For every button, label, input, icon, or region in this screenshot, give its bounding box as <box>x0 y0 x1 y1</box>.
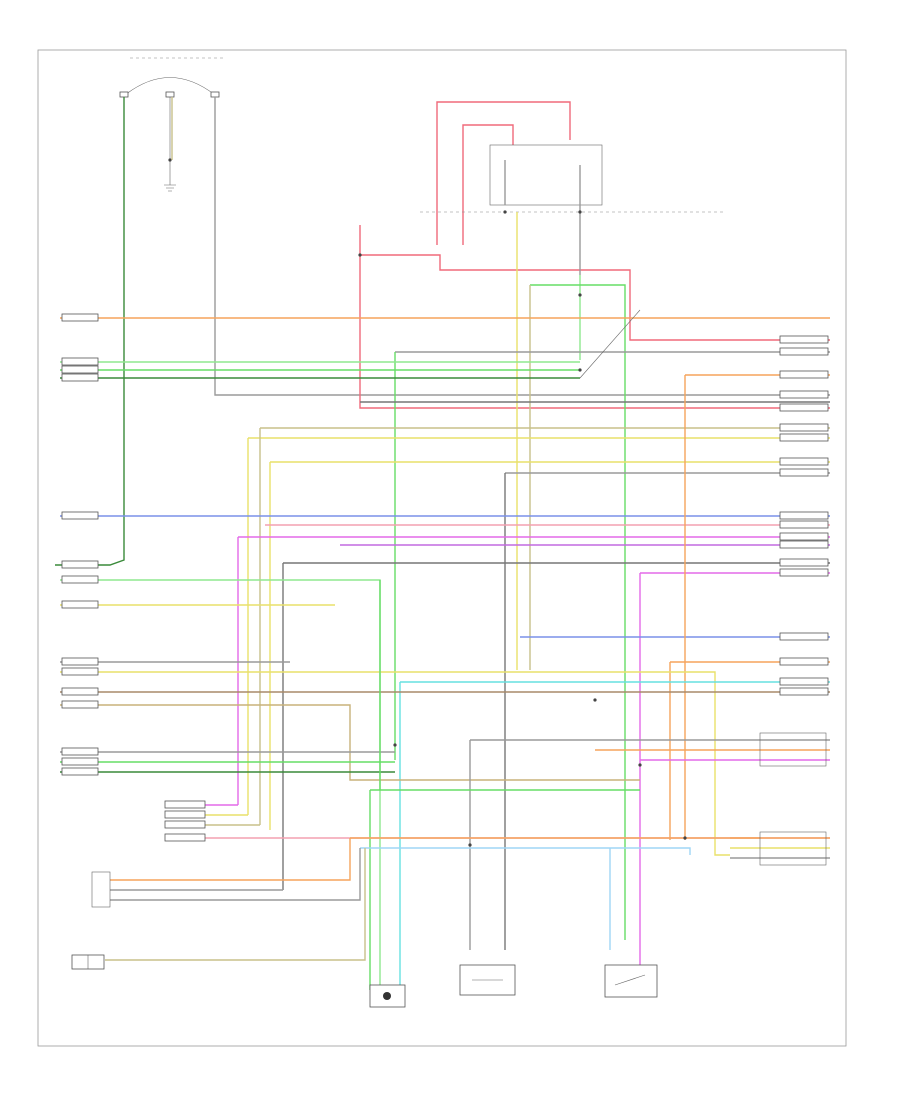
connector-icon <box>91 871 111 908</box>
wire-grey-900 <box>110 848 361 901</box>
wire-grey-pin3 <box>214 97 830 396</box>
connector-pin-3 <box>210 91 220 98</box>
splice-dot-icon <box>578 293 582 297</box>
wire-khaki-960 <box>105 848 366 961</box>
wire-green-580 <box>60 579 381 990</box>
connector-icon <box>759 732 827 767</box>
left-terminal-stubs <box>61 313 206 842</box>
wire-red-long <box>359 225 830 409</box>
connector-pin-2 <box>165 91 175 98</box>
splice-dot-icon <box>468 843 472 847</box>
top-left-connector-group <box>119 57 225 192</box>
diagram-frame <box>37 49 847 1047</box>
switch-box <box>489 144 603 206</box>
sensor-icon <box>369 984 406 1008</box>
wire-layer <box>55 97 830 990</box>
splice-dot-icon <box>393 743 397 747</box>
ground-icon <box>164 184 176 192</box>
splice-dot-icon <box>578 368 582 372</box>
wire-light-blue-848 <box>360 847 691 855</box>
right-terminal-stubs <box>779 335 829 696</box>
splice-dot-icon <box>358 253 362 257</box>
connector-pin-1 <box>119 91 129 98</box>
splice-dot-icon <box>683 836 687 840</box>
wire-red-inner <box>462 124 514 245</box>
solenoid-icon <box>459 964 516 996</box>
wire-dark-green-left <box>55 97 125 566</box>
splice-diagonal <box>579 309 641 379</box>
splice-dot-icon <box>638 763 642 767</box>
wire-orange-880 <box>110 838 351 881</box>
splice-dot-icon <box>593 698 597 702</box>
wire-red-top-loop <box>436 101 571 245</box>
sensor-icon <box>71 954 105 970</box>
splice-dot-icon <box>168 158 172 162</box>
splice-dot-icon <box>503 210 507 214</box>
connector-icon <box>759 831 827 866</box>
wire-tan-705 <box>60 704 640 781</box>
switch-icon <box>604 964 658 998</box>
wire-green-tall-right <box>530 284 626 940</box>
wire-yellow-672 <box>60 671 730 856</box>
splice-dot-icon <box>578 210 582 214</box>
wire-red-upper-right <box>360 254 830 341</box>
splice-group <box>358 210 687 847</box>
wire-grey-switch <box>504 160 581 275</box>
connector-arc-top <box>124 77 216 96</box>
bottom-components <box>71 732 827 1008</box>
